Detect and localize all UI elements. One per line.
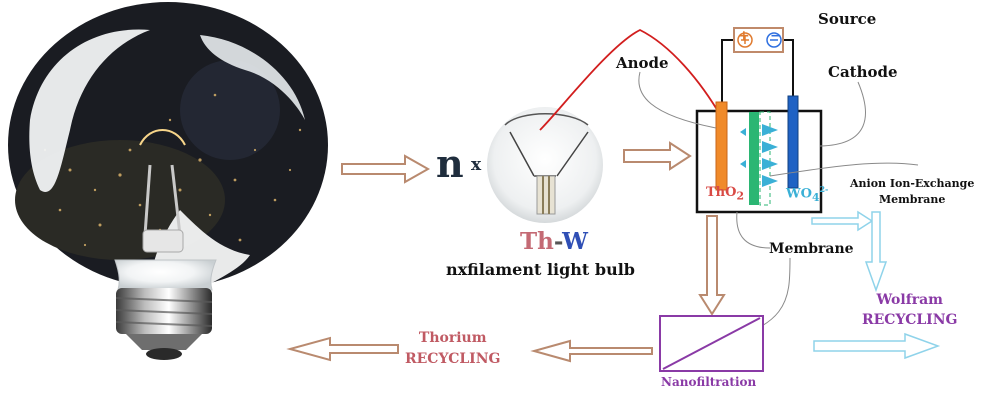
membrane-label: Membrane <box>769 241 854 257</box>
aiem-line-2: Membrane <box>878 193 946 206</box>
thorium-line-1: Thorium <box>418 330 487 346</box>
arrow-nanofiltration-to-thorium <box>530 339 653 363</box>
bulb-caption: nxfilament light bulb <box>446 260 635 279</box>
wolfram-line-2: RECYCLING <box>862 312 958 328</box>
element-dash: - <box>553 228 563 255</box>
wo4-text: WO <box>786 186 812 202</box>
wo4-subscript: 4 <box>811 190 820 204</box>
thorium-symbol: Th <box>520 228 554 255</box>
source-label: Source <box>818 10 877 28</box>
tho2-label: ThO2 <box>706 185 744 203</box>
filament-bulb-icon <box>487 107 603 223</box>
wolfram-line-1: Wolfram <box>876 292 943 308</box>
arrow-bulb-to-nx <box>341 154 431 184</box>
nanofiltration-label: Nanofiltration <box>661 375 757 389</box>
arrow-thorium-out <box>286 336 399 362</box>
thorium-line-2: RECYCLING <box>405 351 501 367</box>
power-source-icon <box>733 27 784 53</box>
wire-bulb-to-anode <box>539 28 723 131</box>
wo4-charge: 2- <box>819 184 829 194</box>
wo4-label: WO42- <box>786 184 828 204</box>
minus-terminal-icon: − <box>770 28 782 44</box>
arrow-bulb-to-cell <box>623 141 692 171</box>
cathode-label: Cathode <box>828 63 898 81</box>
nx-prefix-letter: n <box>436 141 464 186</box>
electrolytic-cell <box>695 27 823 214</box>
tungsten-symbol: W <box>562 228 588 255</box>
aiem-line-1: Anion Ion-Exchange <box>850 177 975 190</box>
anode-label: Anode <box>616 54 669 72</box>
arrow-cell-to-nanofiltration <box>698 215 726 316</box>
element-label: Th-W <box>520 228 588 255</box>
nx-prefix-subscript: x <box>471 155 482 175</box>
light-bulb-icon <box>8 2 328 360</box>
plus-terminal-icon: + <box>738 28 750 44</box>
tho2-text: ThO <box>706 185 737 200</box>
tho2-subscript: 2 <box>736 189 744 203</box>
arrow-cell-to-wolfram <box>811 210 941 360</box>
nanofiltration-unit <box>659 315 764 372</box>
